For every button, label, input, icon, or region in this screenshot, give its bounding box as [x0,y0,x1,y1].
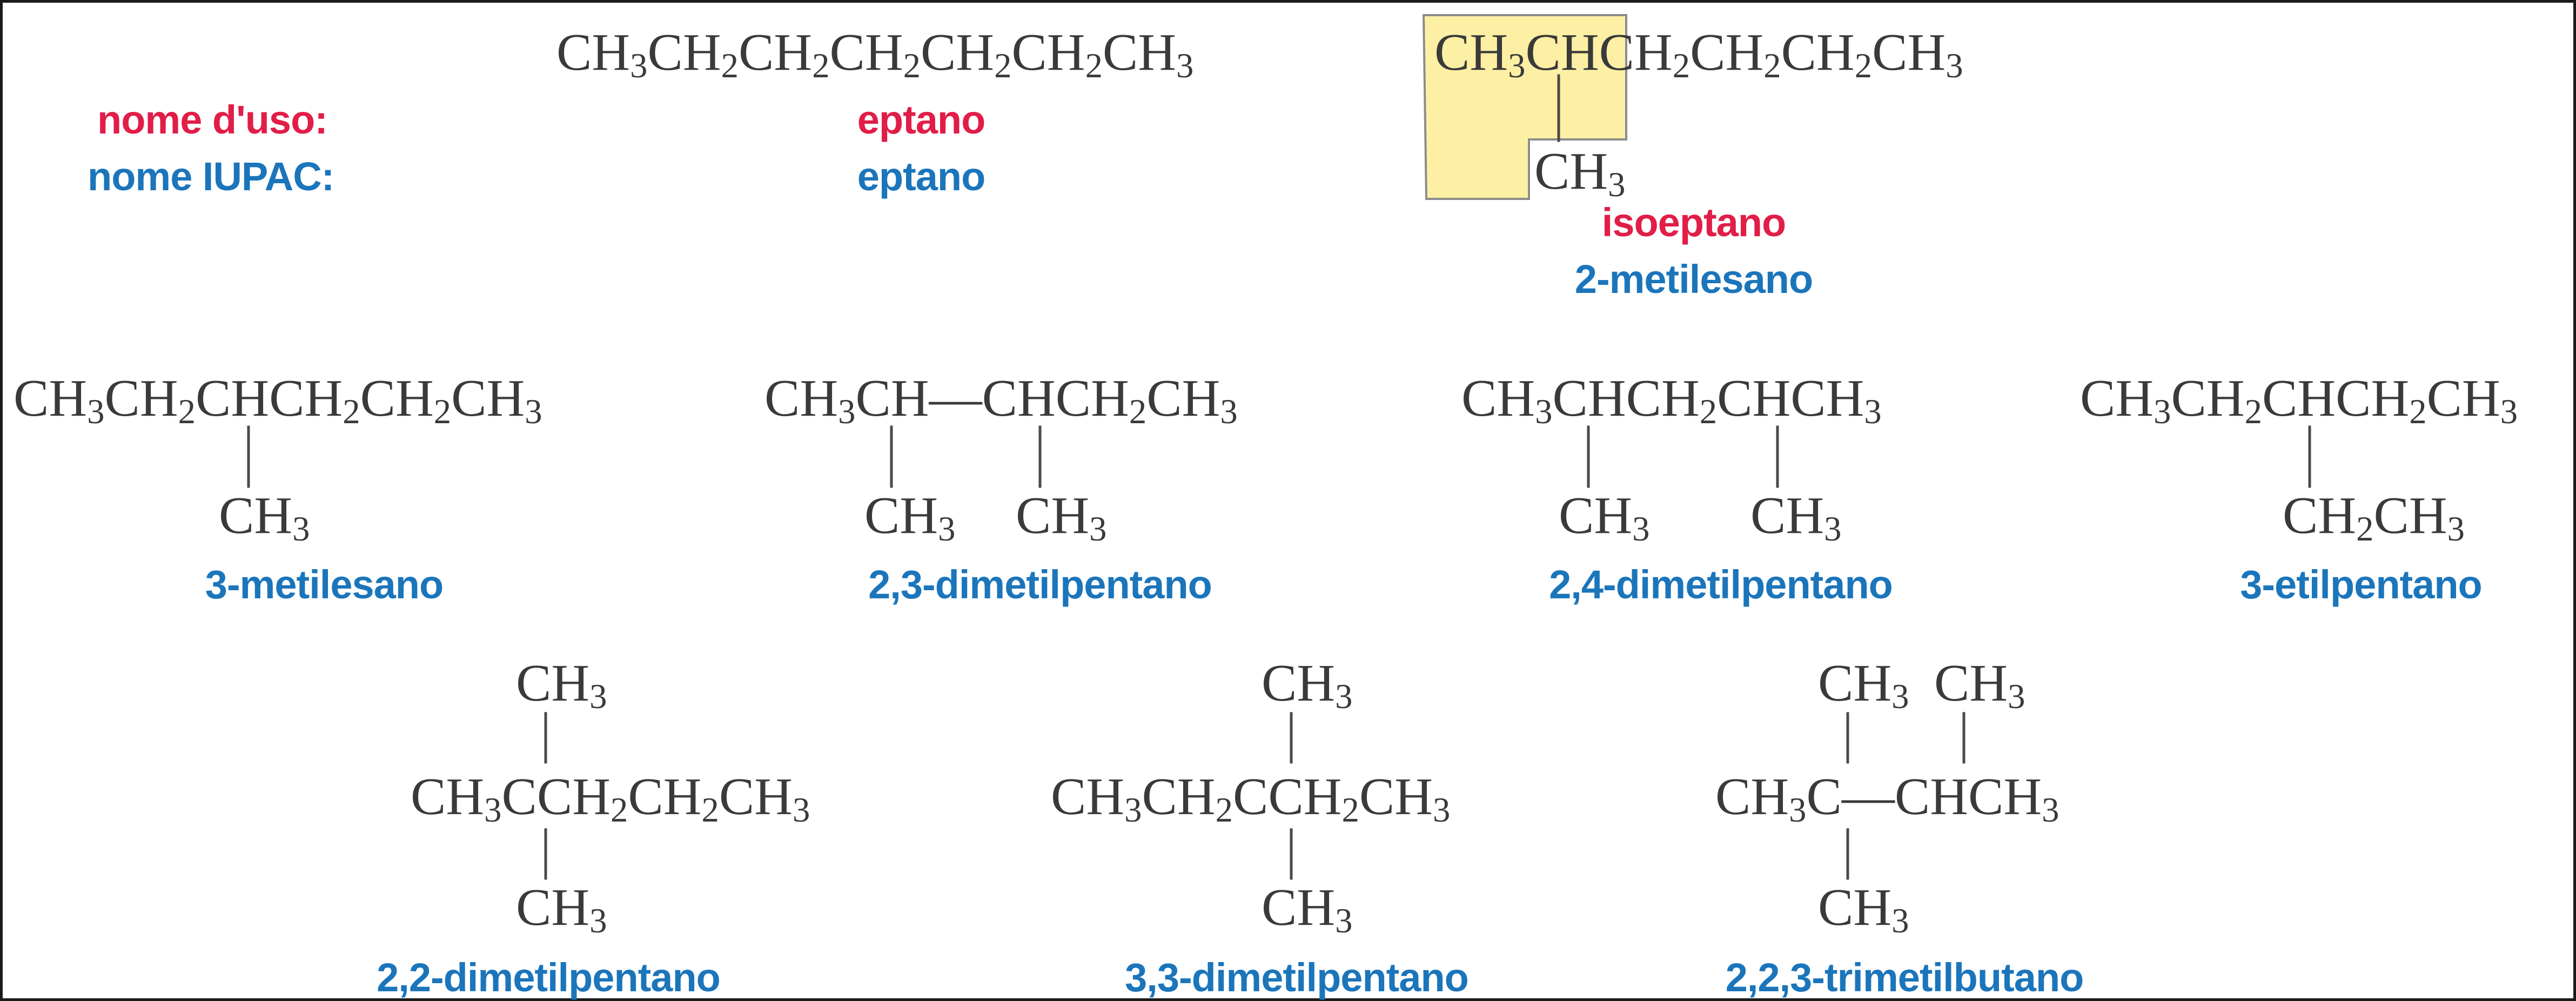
trimethylbutane-substituent-top-2: CH3 [1934,654,2025,716]
methylhexane-3-iupac-name: 3-metilesano [205,562,444,607]
common-name-caption: nome d'uso: [97,97,328,142]
isoheptane-iupac-name: 2-metilesano [1574,257,1813,302]
trimethylbutane-substituent-top-1: CH3 [1818,654,1909,716]
methylhexane-3-substituent: CH3 [219,486,310,549]
dimethylpentane-23-formula: CH3CH—CHCH2CH3 [764,369,1238,431]
dimethylpentane-23-substituent-1: CH3 [864,486,956,549]
trimethylbutane-formula: CH3C—CHCH3 [1715,768,2060,830]
trimethylbutane-iupac-name: 2,2,3-trimetilbutano [1725,955,2084,1000]
dimethylpentane-33-substituent-top: CH3 [1262,654,1353,716]
ethylpentane-3-substituent: CH2CH3 [2283,486,2465,549]
isoheptane-formula: CH3CHCH2CH2CH2CH3 [1434,23,1963,85]
ethylpentane-3-iupac-name: 3-etilpentano [2240,562,2482,607]
dimethylpentane-33-substituent-bottom: CH3 [1262,878,1353,940]
isoheptane-highlight-box [1422,14,1627,200]
heptane-formula: CH3CH2CH2CH2CH2CH2CH3 [556,23,1194,85]
iupac-name-caption: nome IUPAC: [88,154,334,199]
dimethylpentane-22-formula: CH3CCH2CH2CH3 [411,768,810,830]
dimethylpentane-24-substituent-1: CH3 [1559,486,1650,549]
heptane-common-name: eptano [857,97,986,142]
isoheptane-common-name: isoeptano [1601,200,1786,245]
dimethylpentane-22-substituent-top: CH3 [516,654,607,716]
dimethylpentane-33-iupac-name: 3,3-dimetilpentano [1125,955,1469,1000]
dimethylpentane-24-substituent-2: CH3 [1750,486,1842,549]
dimethylpentane-23-substituent-2: CH3 [1016,486,1107,549]
ethylpentane-3-formula: CH3CH2CHCH2CH3 [2080,369,2518,431]
isoheptane-substituent: CH3 [1534,142,1626,204]
heptane-iupac-name: eptano [857,154,986,199]
dimethylpentane-22-iupac-name: 2,2-dimetilpentano [377,955,721,1000]
dimethylpentane-22-substituent-bottom: CH3 [516,878,607,940]
dimethylpentane-33-formula: CH3CH2CCH2CH3 [1051,768,1451,830]
dimethylpentane-24-iupac-name: 2,4-dimetilpentano [1549,562,1893,607]
dimethylpentane-23-iupac-name: 2,3-dimetilpentano [868,562,1212,607]
methylhexane-3-formula: CH3CH2CHCH2CH2CH3 [14,369,542,431]
trimethylbutane-substituent-bottom: CH3 [1818,878,1909,940]
dimethylpentane-24-formula: CH3CHCH2CHCH3 [1461,369,1882,431]
